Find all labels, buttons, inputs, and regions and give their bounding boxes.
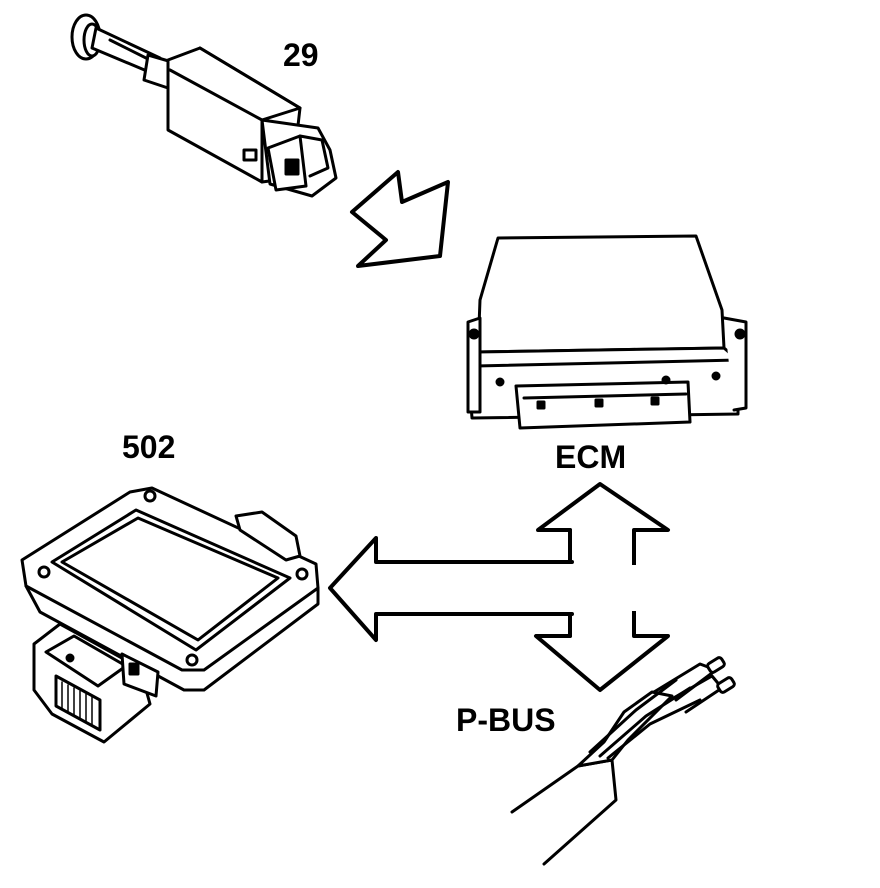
p-bus-cable	[510, 656, 736, 866]
label-module-502: 502	[122, 429, 176, 465]
label-p-bus: P-BUS	[456, 702, 556, 738]
label-switch-29: 29	[283, 37, 319, 73]
ecm-unit	[466, 234, 748, 430]
brake-switch-component	[70, 13, 338, 198]
bus-horizontal-arrow	[328, 536, 574, 642]
label-ecm: ECM	[555, 439, 627, 475]
signal-arrow	[350, 170, 450, 268]
control-module-502	[20, 486, 320, 744]
